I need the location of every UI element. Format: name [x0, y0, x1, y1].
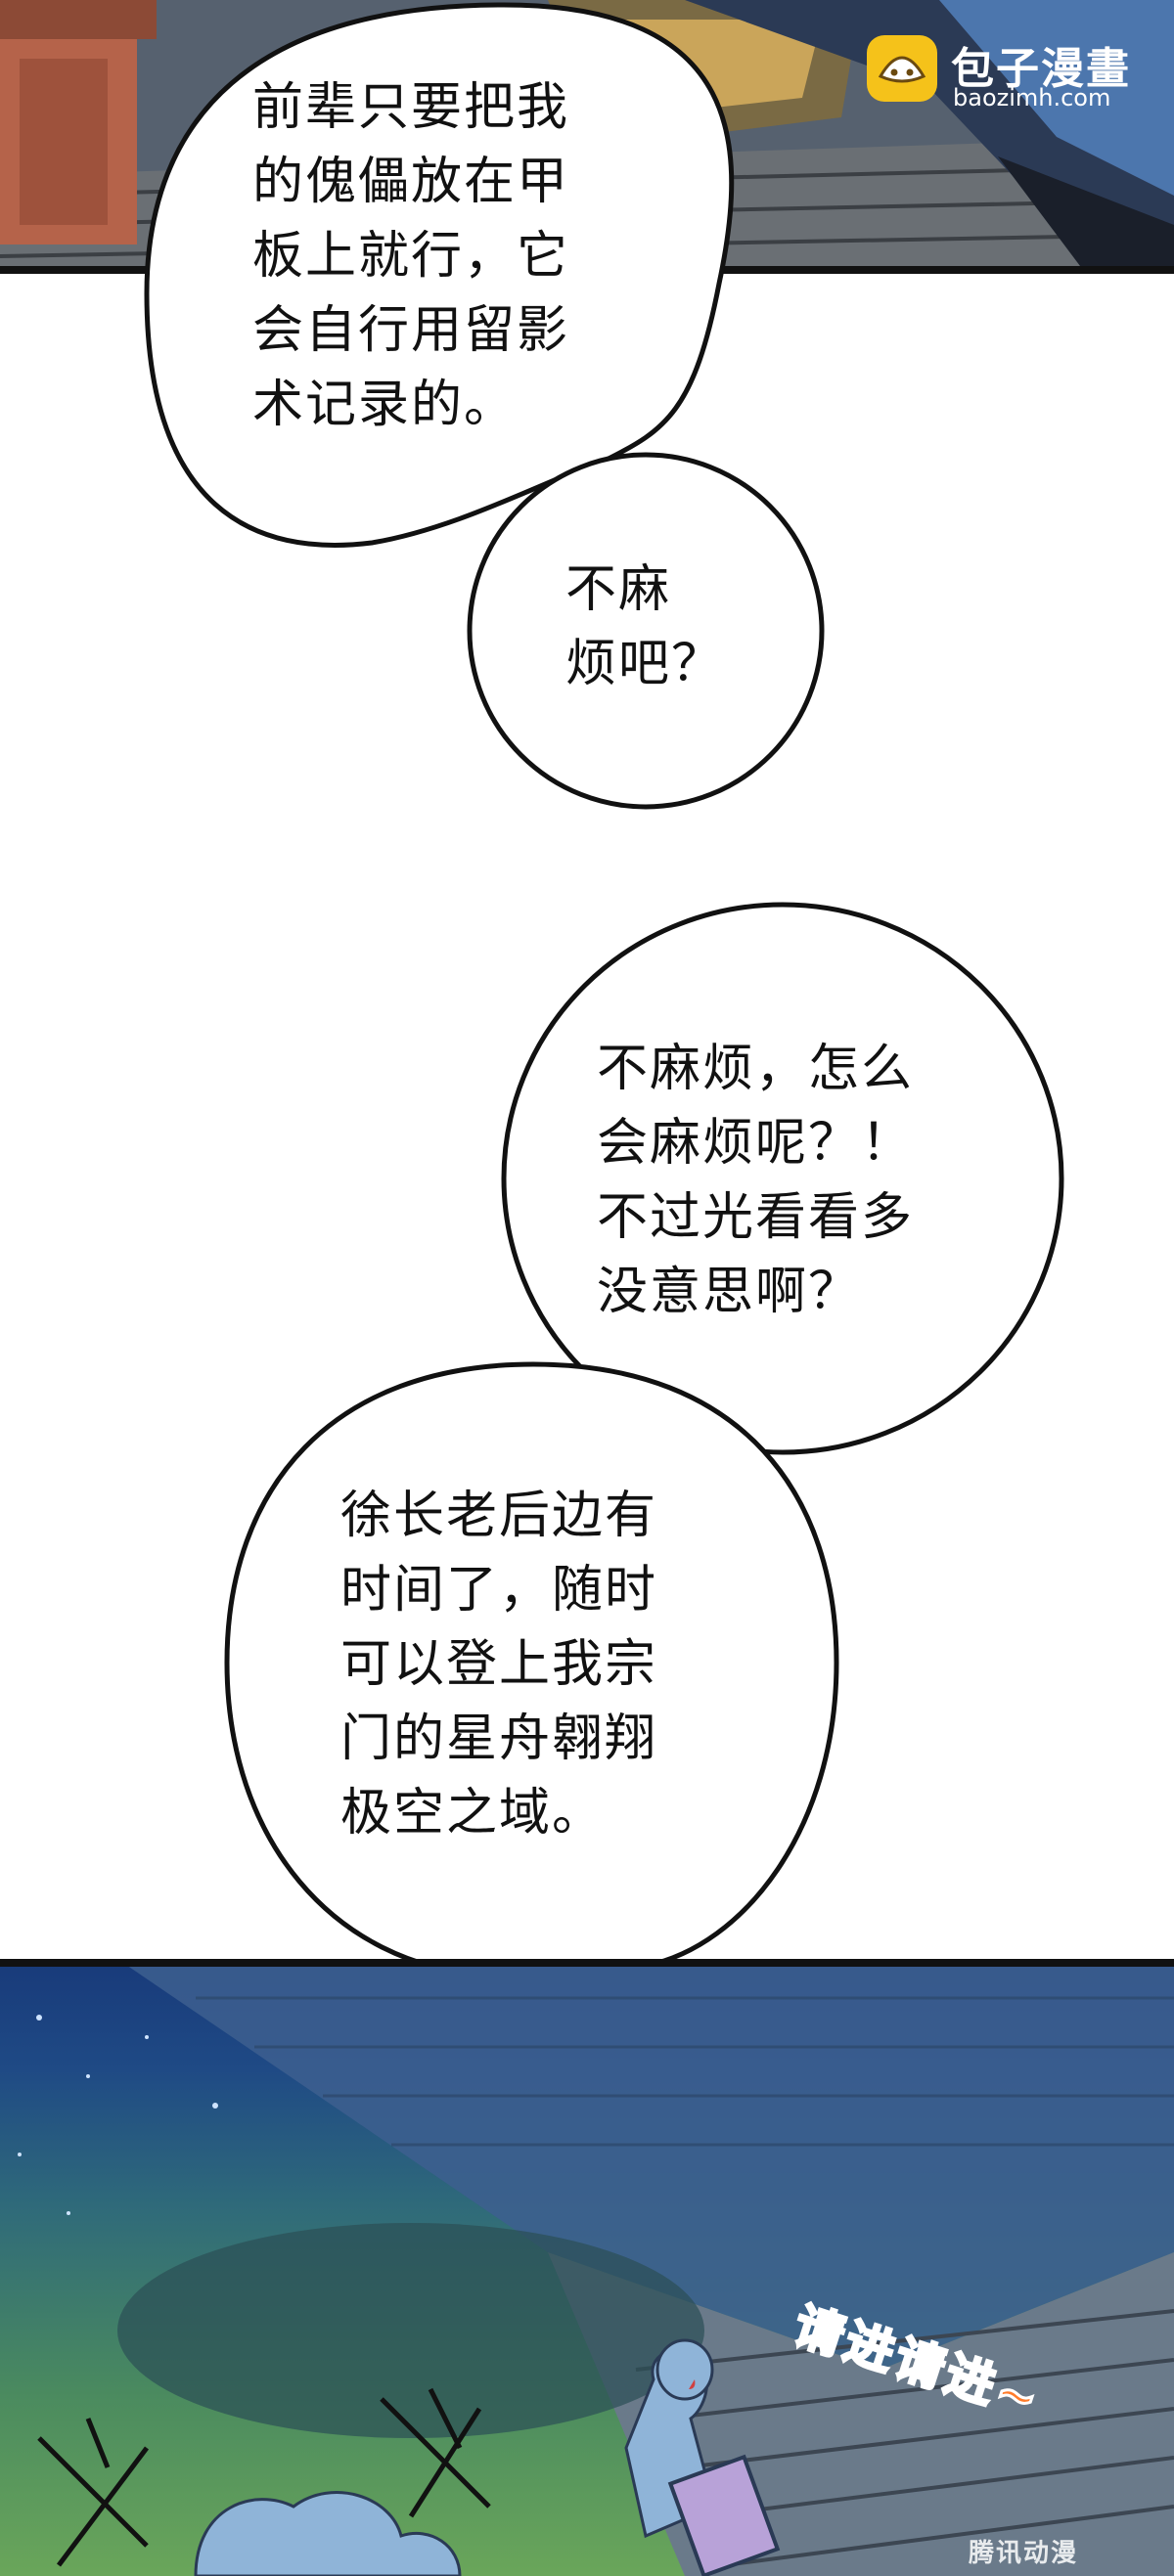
- bubble-4-text: 徐长老后边有 时间了，随时 可以登上我宗 门的星舟翱翔 极空之域。: [340, 1487, 658, 1843]
- watermark-title: 包子漫畫: [951, 44, 1131, 94]
- corner-stamp: 腾讯动漫: [969, 2539, 1079, 2568]
- bubble-3-text: 不麻烦，怎么 会麻烦呢？！ 不过光看看多 没意思啊？: [597, 1040, 915, 1321]
- night-deck-scene-art: [18, 1959, 1174, 2576]
- bubble-2-text: 不麻 烦吧？: [565, 560, 725, 693]
- panel-border: [0, 1959, 1174, 1967]
- watermark: 包子漫畫 baozimh.com: [865, 29, 1158, 117]
- watermark-url: baozimh.com: [953, 84, 1111, 111]
- bottom-panel-illustration: 腾讯动漫: [0, 1959, 1174, 2576]
- speech-bubble-1: [144, 2, 735, 548]
- bubble-1-text: 前辈只要把我 的傀儡放在甲 板上就行，它 会自行用留影 术记录的。: [252, 78, 570, 434]
- speech-bubble-3: [501, 902, 1064, 1455]
- bun-mascot-icon: [867, 35, 937, 102]
- speech-bubble-2: [467, 452, 825, 810]
